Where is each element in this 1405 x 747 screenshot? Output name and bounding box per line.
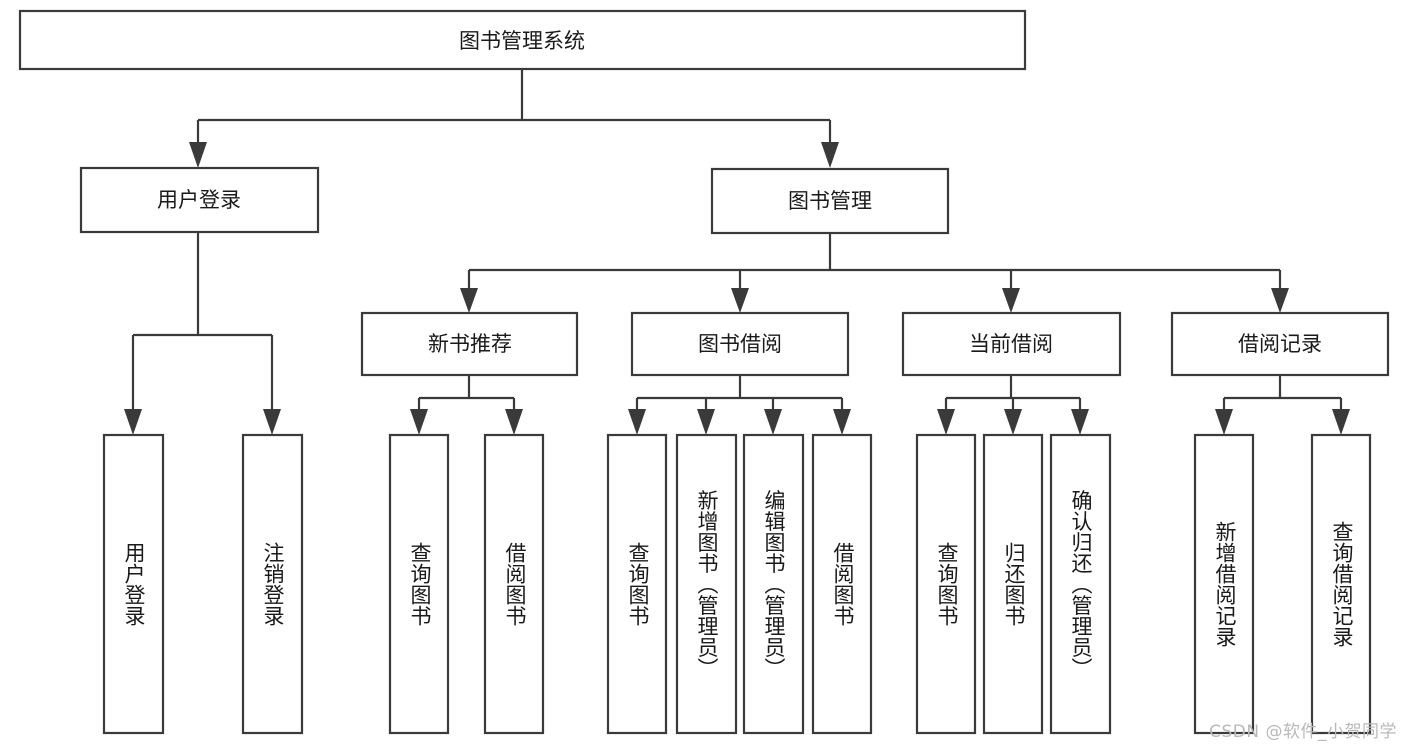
node-box-user-login[interactable]: [79, 166, 320, 234]
arrow-currentborrow-leaf-3: [1071, 409, 1089, 435]
node-box-leaf-user-login-2[interactable]: [241, 433, 304, 735]
node-label-leaf-current-borrow-3: 确认归还（管理员）: [1069, 490, 1093, 679]
leaf-current-borrow-2[interactable]: 归还图书: [982, 433, 1044, 735]
arrow-to-new-book-recommend: [460, 288, 478, 313]
node-label-leaf-current-borrow-1: 查询图书: [935, 542, 959, 626]
node-current-borrow[interactable]: 当前借阅: [901, 311, 1122, 377]
leaf-user-login-2[interactable]: 注销登录: [241, 433, 304, 735]
node-label-leaf-book-borrow-1: 查询图书: [626, 542, 650, 626]
arrow-newbook-leaf-1: [410, 409, 428, 435]
node-label-leaf-user-login-1: 用户登录: [122, 542, 146, 626]
node-box-leaf-current-borrow-2[interactable]: [982, 433, 1044, 735]
leaf-borrow-record-1[interactable]: 新增借阅记录: [1193, 433, 1255, 735]
arrow-to-borrow-record: [1271, 288, 1289, 313]
node-box-leaf-book-borrow-1[interactable]: [606, 433, 668, 735]
node-box-new-book-recommend[interactable]: [360, 311, 579, 377]
node-box-borrow-record[interactable]: [1170, 311, 1390, 377]
node-box-leaf-user-login-1[interactable]: [102, 433, 165, 735]
leaf-book-borrow-3[interactable]: 编辑图书（管理员）: [742, 433, 805, 735]
csdn-watermark: CSDN @软件_小贺同学: [1209, 722, 1397, 742]
arrow-bookborrow-leaf-1: [628, 409, 646, 435]
node-box-leaf-book-borrow-4[interactable]: [811, 433, 873, 735]
node-borrow-record[interactable]: 借阅记录: [1170, 311, 1390, 377]
leaf-current-borrow-1[interactable]: 查询图书: [915, 433, 977, 735]
connectors: [124, 69, 1350, 435]
leaf-book-borrow-2[interactable]: 新增图书（管理员）: [675, 433, 738, 735]
node-box-leaf-borrow-record-1[interactable]: [1193, 433, 1255, 735]
arrow-bookborrow-leaf-3: [764, 409, 782, 435]
node-box-leaf-current-borrow-3[interactable]: [1049, 433, 1112, 735]
node-label-user-login: 用户登录: [157, 188, 241, 212]
node-label-current-borrow: 当前借阅: [969, 332, 1053, 356]
node-user-login[interactable]: 用户登录: [79, 166, 320, 234]
leaf-book-borrow-4[interactable]: 借阅图书: [811, 433, 873, 735]
leaf-borrow-record-2[interactable]: 查询借阅记录: [1310, 433, 1372, 735]
arrow-userlogin-leaf-1: [124, 409, 142, 435]
arrow-borrowrecord-leaf-1: [1215, 409, 1233, 435]
arrow-currentborrow-leaf-2: [1004, 409, 1022, 435]
node-book-management[interactable]: 图书管理: [710, 167, 950, 235]
node-box-leaf-current-borrow-1[interactable]: [915, 433, 977, 735]
arrow-to-book-mgmt: [821, 142, 839, 168]
arrow-newbook-leaf-2: [505, 409, 523, 435]
node-label-leaf-book-borrow-2: 新增图书（管理员）: [695, 490, 719, 679]
node-label-leaf-borrow-record-2: 查询借阅记录: [1330, 521, 1354, 647]
node-label-new-book-recommend: 新书推荐: [428, 332, 512, 356]
arrow-bookborrow-leaf-4: [833, 409, 851, 435]
node-root-system[interactable]: 图书管理系统: [18, 9, 1027, 71]
node-box-book-management[interactable]: [710, 167, 950, 235]
leaf-new-book-recommend-1[interactable]: 查询图书: [388, 433, 450, 735]
leaf-current-borrow-3[interactable]: 确认归还（管理员）: [1049, 433, 1112, 735]
arrow-to-current-borrow: [1002, 288, 1020, 313]
arrow-borrowrecord-leaf-2: [1332, 409, 1350, 435]
node-box-leaf-borrow-record-2[interactable]: [1310, 433, 1372, 735]
node-box-current-borrow[interactable]: [901, 311, 1122, 377]
node-box-book-borrow[interactable]: [630, 311, 850, 377]
node-label-leaf-user-login-2: 注销登录: [261, 542, 285, 626]
leaf-new-book-recommend-2[interactable]: 借阅图书: [483, 433, 545, 735]
arrow-to-user-login: [189, 142, 207, 168]
node-label-root: 图书管理系统: [459, 29, 585, 53]
arrow-to-book-borrow: [731, 288, 749, 313]
node-label-book-borrow: 图书借阅: [698, 332, 782, 356]
node-new-book-recommend[interactable]: 新书推荐: [360, 311, 579, 377]
node-label-leaf-book-borrow-4: 借阅图书: [831, 542, 855, 626]
node-label-leaf-current-borrow-2: 归还图书: [1002, 542, 1026, 626]
arrow-bookborrow-leaf-2: [697, 409, 715, 435]
node-label-leaf-new-book-2: 借阅图书: [503, 542, 527, 626]
leaf-book-borrow-1[interactable]: 查询图书: [606, 433, 668, 735]
node-box-leaf-book-borrow-2[interactable]: [675, 433, 738, 735]
node-label-borrow-record: 借阅记录: [1238, 332, 1322, 356]
arrow-currentborrow-leaf-1: [937, 409, 955, 435]
node-box-leaf-book-borrow-3[interactable]: [742, 433, 805, 735]
leaf-user-login-1[interactable]: 用户登录: [102, 433, 165, 735]
arrow-userlogin-leaf-2: [263, 409, 281, 435]
node-label-leaf-borrow-record-1: 新增借阅记录: [1213, 521, 1237, 647]
node-label-leaf-new-book-1: 查询图书: [408, 542, 432, 626]
node-book-borrow[interactable]: 图书借阅: [630, 311, 850, 377]
node-box-leaf-new-book-2[interactable]: [483, 433, 545, 735]
node-label-leaf-book-borrow-3: 编辑图书（管理员）: [762, 490, 786, 679]
node-box-leaf-new-book-1[interactable]: [388, 433, 450, 735]
node-label-book-management: 图书管理: [788, 189, 872, 213]
node-box-root[interactable]: [18, 9, 1027, 71]
